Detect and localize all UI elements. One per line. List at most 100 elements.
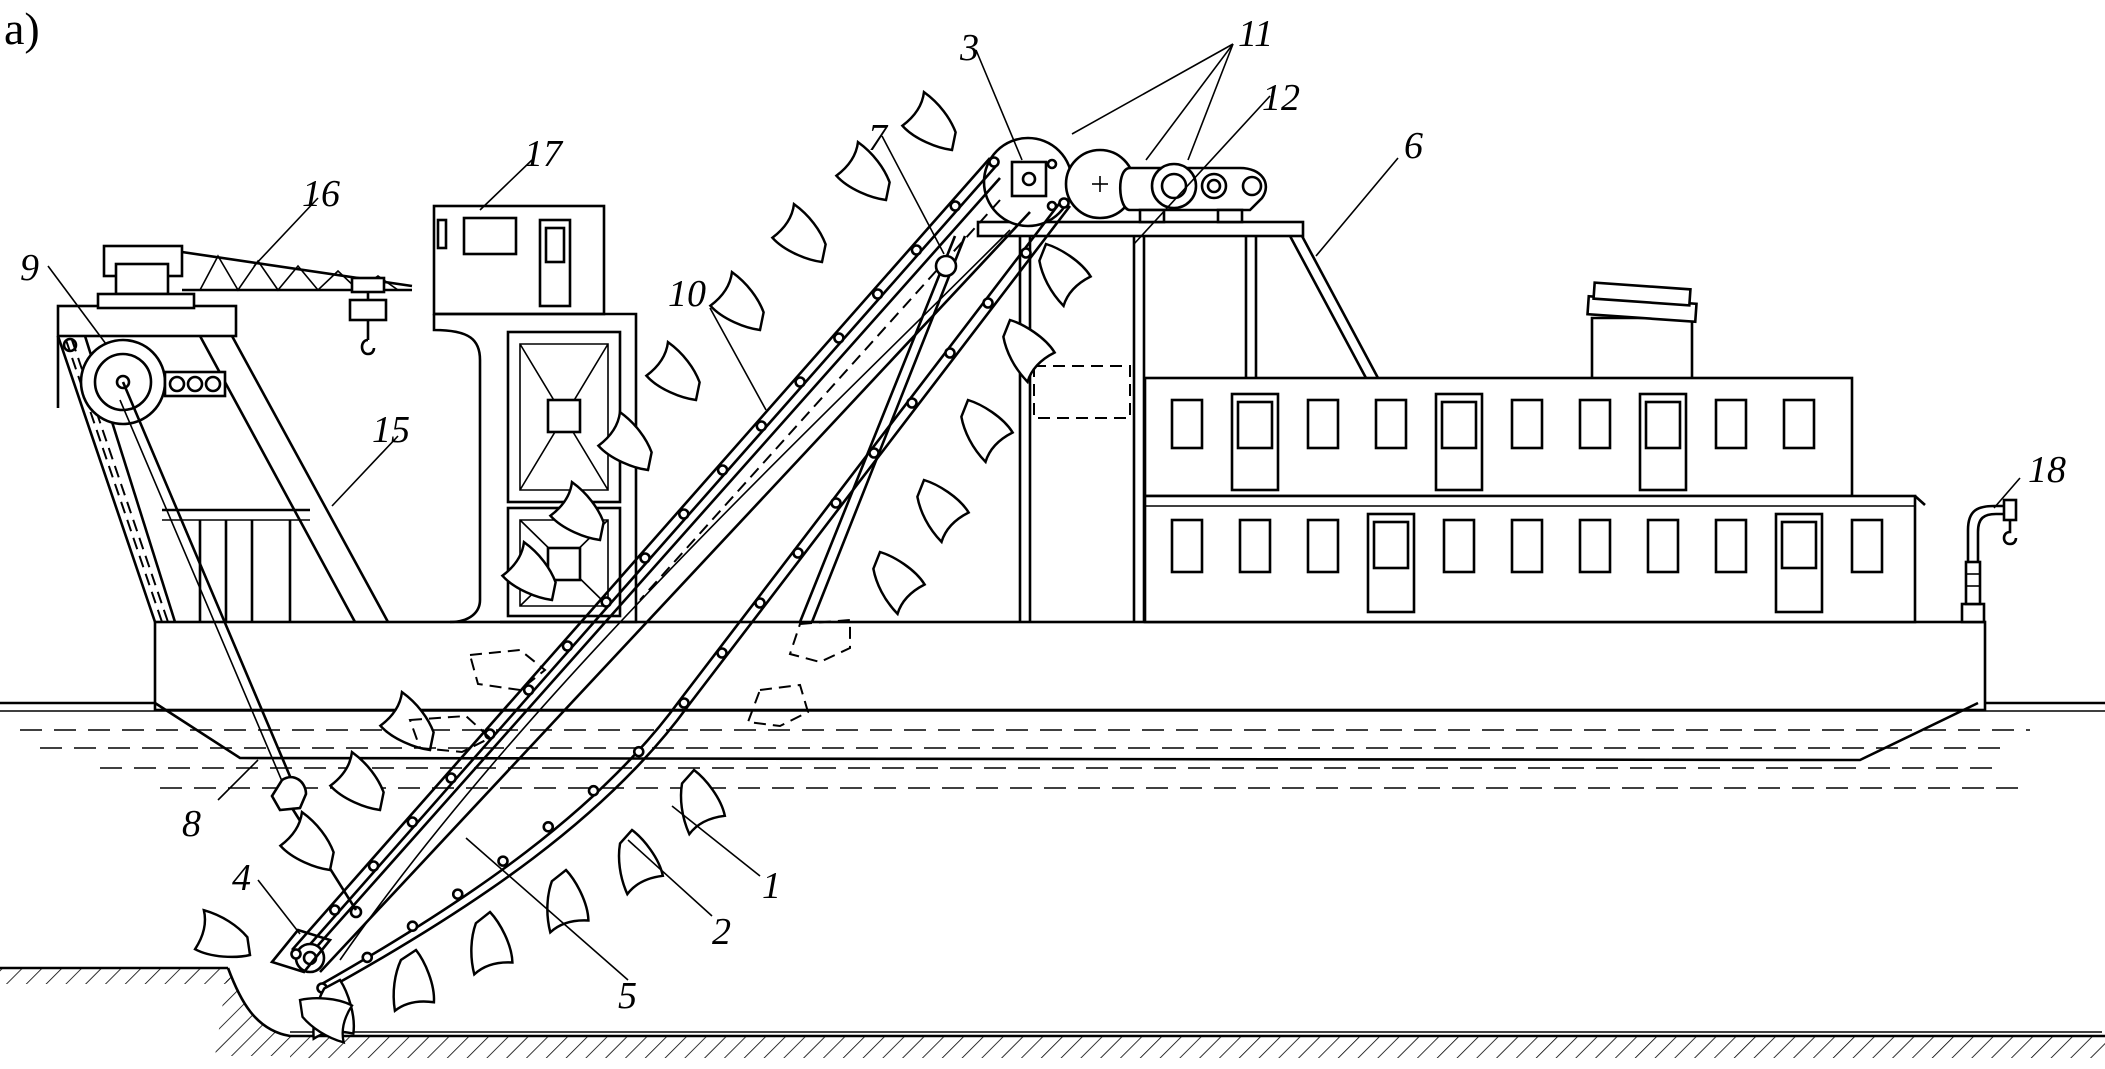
callout-18: 18	[2028, 449, 2066, 491]
dredge-bucket	[1002, 318, 1057, 385]
chain-pin	[406, 920, 419, 932]
chain-pin	[677, 508, 690, 520]
window	[1714, 398, 1748, 450]
callout-9: 9	[20, 247, 39, 289]
bucket-ladder	[193, 89, 1093, 1045]
callout-12: 12	[1262, 77, 1300, 119]
chain-pin	[830, 497, 842, 509]
dredge-bucket	[298, 997, 354, 1045]
water	[0, 701, 2105, 789]
chain-pin	[587, 784, 600, 797]
chain-pin	[600, 596, 613, 608]
river-bed	[0, 966, 2105, 1058]
window	[1442, 518, 1476, 574]
chain-pin	[871, 288, 884, 300]
window	[1306, 398, 1340, 450]
dredge-bucket	[278, 809, 335, 872]
chain-pin	[632, 745, 645, 758]
figure-label: а)	[4, 3, 40, 54]
window	[1714, 518, 1748, 574]
dredge-bucket	[900, 89, 957, 152]
callout-1: 1	[762, 865, 781, 907]
dredge-bucket	[470, 910, 514, 977]
chain-pin	[497, 855, 509, 867]
door	[1230, 392, 1280, 492]
dredge-bucket	[378, 689, 435, 752]
callout-8: 8	[182, 803, 201, 845]
chain-pin	[944, 347, 956, 359]
dredge-bucket	[770, 201, 827, 264]
dredge-bucket	[617, 828, 665, 897]
chain-pin	[755, 420, 768, 432]
callout-15: 15	[372, 409, 410, 451]
window	[1306, 518, 1340, 574]
dredge-bucket	[193, 908, 252, 959]
callout-2: 2	[712, 911, 731, 953]
chain-pin	[949, 200, 962, 212]
window	[1644, 400, 1682, 450]
callout-6: 6	[1404, 125, 1423, 167]
chain-pin	[868, 447, 880, 459]
chain-pin	[1020, 247, 1032, 259]
chain-pin	[406, 816, 419, 828]
window	[1850, 518, 1884, 574]
window	[1578, 398, 1612, 450]
callouts: 1 2 3 4 5 6 7 8 9 10 11 12 15 16 17 18	[20, 13, 2066, 1017]
chain-pin	[445, 772, 457, 784]
stern-portal-frame	[56, 304, 390, 801]
chain-pin	[678, 697, 690, 709]
callout-3: 3	[959, 27, 979, 69]
callout-11: 11	[1238, 13, 1273, 55]
callout-10: 10	[668, 273, 706, 315]
dredge-bucket	[834, 139, 891, 202]
dredge-bucket	[596, 409, 653, 472]
window	[1646, 518, 1680, 574]
chain-pin	[754, 597, 766, 609]
callout-5: 5	[618, 975, 637, 1017]
callout-4: 4	[232, 857, 251, 899]
chain-pin	[716, 647, 728, 659]
callout-16: 16	[302, 173, 340, 215]
window	[1372, 520, 1410, 570]
dredge-bucket	[679, 768, 727, 837]
window	[1236, 400, 1274, 450]
chain-pin	[328, 904, 341, 916]
callout-17: 17	[524, 133, 564, 175]
chain-pin	[522, 684, 535, 696]
chain-pin	[833, 332, 845, 344]
window	[1782, 398, 1816, 450]
dredge-bucket	[872, 550, 927, 617]
chain-pin	[988, 156, 1000, 168]
door	[1638, 392, 1688, 492]
upper-frame	[976, 136, 1380, 622]
dredge-bucket	[916, 478, 971, 545]
window	[1374, 398, 1408, 450]
chain-pin	[561, 640, 574, 652]
window	[1780, 520, 1818, 570]
chain-pin	[906, 397, 918, 409]
chain-pin	[361, 951, 374, 964]
window	[1510, 398, 1544, 450]
chain-pin	[716, 464, 729, 476]
chain-pin	[910, 244, 923, 256]
door	[1434, 392, 1484, 492]
door	[1366, 512, 1416, 614]
dredge-bucket	[708, 269, 765, 332]
deckhouse	[1143, 281, 1926, 624]
chain-pin	[639, 552, 651, 564]
chain-pin	[982, 297, 994, 309]
chain-pin	[542, 821, 555, 833]
dredge-bucket	[960, 398, 1015, 465]
leader-lines	[47, 43, 2021, 981]
dredge-bucket	[644, 339, 701, 402]
dredge-bucket	[500, 539, 557, 602]
chain-pin	[792, 547, 804, 559]
bow-post	[1960, 498, 2018, 624]
window	[1238, 518, 1272, 574]
dredge-bucket	[546, 868, 590, 935]
dredge-bucket	[328, 749, 385, 812]
hull	[153, 620, 1987, 762]
window	[1510, 518, 1544, 574]
